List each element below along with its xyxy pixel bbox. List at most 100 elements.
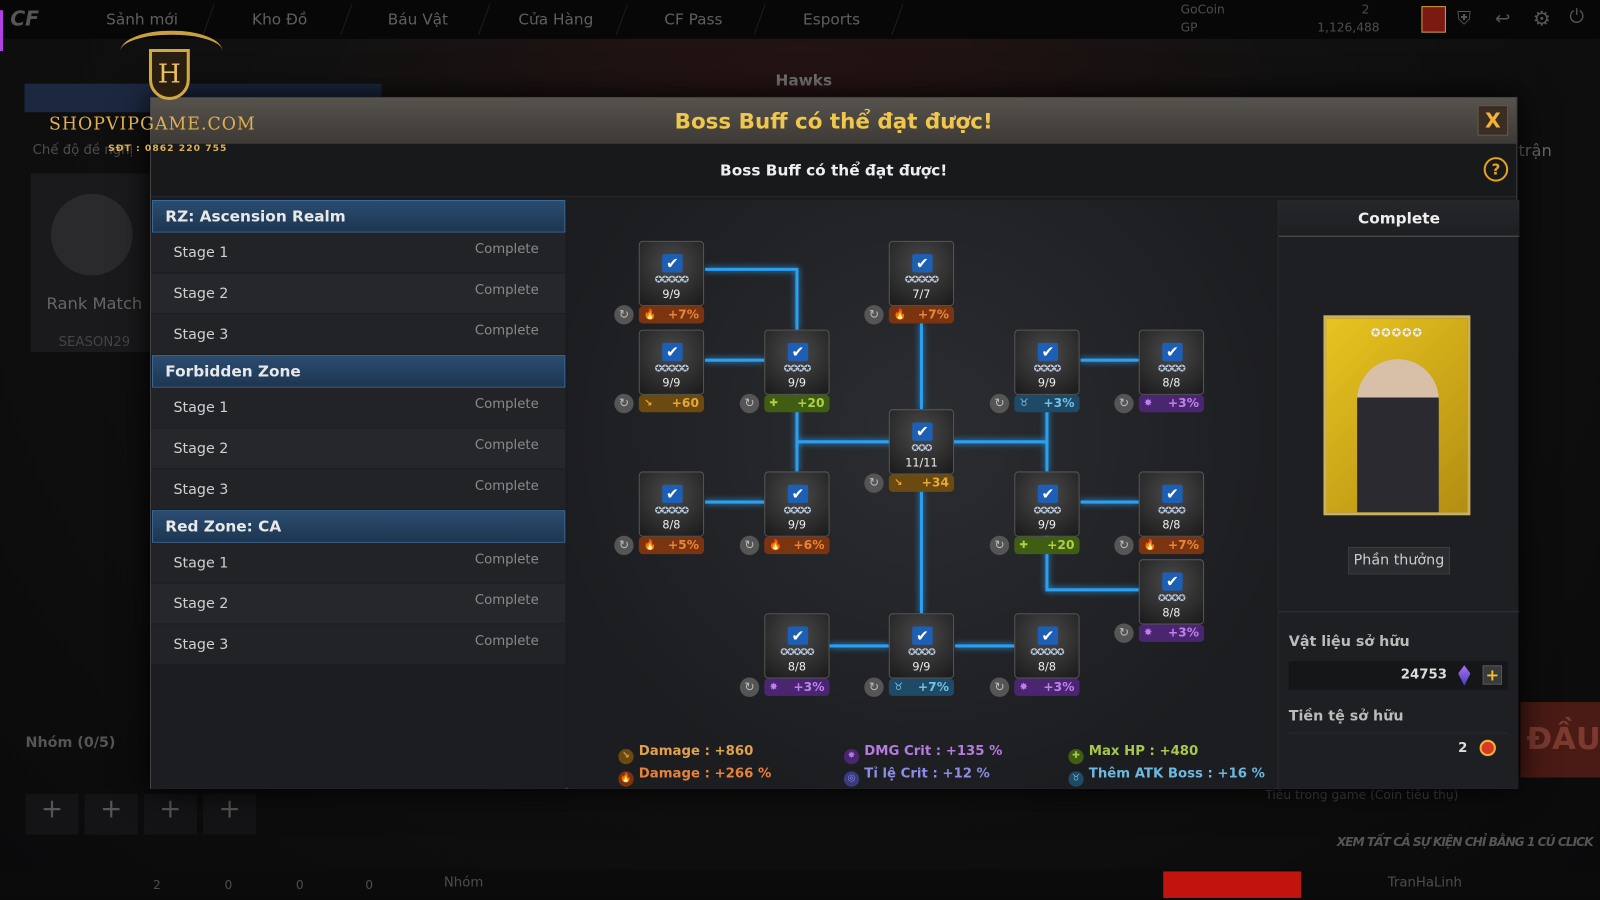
boss-node[interactable]: ✔✪✪✪✪9/9 xyxy=(764,329,830,395)
boss-node[interactable]: ✔✪✪✪✪9/9 xyxy=(764,471,830,537)
reset-icon[interactable]: ↻ xyxy=(614,393,634,414)
boss-node[interactable]: ✔✪✪✪✪✪8/8 xyxy=(638,471,705,537)
buff-badge: ✸+3% xyxy=(1138,394,1205,413)
reset-icon[interactable]: ↻ xyxy=(989,393,1010,414)
rank-card[interactable]: Rank Match SEASON29 xyxy=(30,173,159,353)
nav-tab[interactable]: Báu Vật xyxy=(346,4,491,35)
boss-node[interactable]: ✔✪✪✪11/11 xyxy=(888,409,955,475)
nav-tab[interactable]: CF Pass xyxy=(621,4,766,35)
buff-total-text: Thêm ATK Boss : +16 % xyxy=(1088,766,1265,782)
group-chat-tab[interactable]: Nhóm xyxy=(443,875,484,891)
zone-header[interactable]: RZ: Ascension Realm xyxy=(152,199,566,233)
boss-node[interactable]: ✔✪✪✪✪✪9/9 xyxy=(638,240,705,307)
boss-node[interactable]: ✔✪✪✪✪✪9/9 xyxy=(638,329,705,395)
gun-icon: ↘ xyxy=(643,397,653,410)
buff-total-text: Damage : +266 % xyxy=(638,766,772,782)
stage-label: Stage 3 xyxy=(173,326,229,343)
rank-emblem-icon xyxy=(51,193,133,276)
reset-icon[interactable]: ↻ xyxy=(739,393,760,414)
reset-icon[interactable]: ↻ xyxy=(1114,393,1134,414)
boss-icon: ♉ xyxy=(1068,771,1084,787)
reset-icon[interactable]: ↻ xyxy=(739,535,760,556)
clan-icon[interactable]: ⛨ xyxy=(1457,8,1471,30)
rank-emblem-icon[interactable] xyxy=(1421,6,1446,33)
gun-icon: ↘ xyxy=(618,748,634,765)
buff-badge: ✚+20 xyxy=(1014,536,1080,555)
events-link[interactable]: XEM TẤT CẢ SỰ KIỆN CHỈ BẰNG 1 CÚ CLICK xyxy=(1336,834,1594,849)
buff-total: 🔥Damage : +266 % xyxy=(618,766,772,787)
star-rating: ✪✪✪✪ xyxy=(1033,364,1062,375)
help-icon[interactable]: ? xyxy=(1483,157,1509,182)
zone-header[interactable]: Red Zone: CA xyxy=(152,510,566,543)
frame-accent xyxy=(0,10,4,52)
node-count: 7/7 xyxy=(912,287,931,302)
reset-icon[interactable]: ↻ xyxy=(1114,623,1134,643)
gun-icon: ↘ xyxy=(893,477,903,489)
check-icon: ✔ xyxy=(787,626,809,645)
card-stars: ✪✪✪✪✪ xyxy=(1370,326,1423,340)
star-rating: ✪✪✪✪✪ xyxy=(654,506,689,517)
add-member-button[interactable]: + xyxy=(84,793,138,835)
username[interactable]: TranHaLinh xyxy=(1387,875,1462,891)
boss-node[interactable]: ✔✪✪✪✪9/9 xyxy=(1014,471,1080,537)
start-button[interactable]: ĐẦU xyxy=(1520,702,1600,778)
reset-icon[interactable]: ↻ xyxy=(614,535,634,556)
power-icon[interactable]: ⏻ xyxy=(1569,6,1584,28)
boss-node[interactable]: ✔✪✪✪✪9/9 xyxy=(888,613,955,679)
boss-node[interactable]: ✔✪✪✪✪✪8/8 xyxy=(1014,613,1080,679)
check-icon: ✔ xyxy=(1037,626,1059,645)
reset-icon[interactable]: ↻ xyxy=(864,305,884,325)
add-member-button[interactable]: + xyxy=(203,793,257,835)
zone-header[interactable]: Forbidden Zone xyxy=(152,355,566,388)
reset-icon[interactable]: ↻ xyxy=(989,535,1010,556)
node-count: 9/9 xyxy=(662,287,681,302)
reward-character-card[interactable]: ✪✪✪✪✪ xyxy=(1323,315,1471,516)
buff-badge: ✚+20 xyxy=(764,394,830,413)
buff-total-text: Max HP : +480 xyxy=(1088,743,1199,760)
stage-label: Stage 2 xyxy=(173,595,229,612)
reset-icon[interactable]: ↻ xyxy=(864,473,884,493)
boss-node[interactable]: ✔✪✪✪✪✪8/8 xyxy=(764,613,830,679)
reset-icon[interactable]: ↻ xyxy=(614,305,634,325)
settings-gear-icon[interactable]: ⚙ xyxy=(1532,6,1551,31)
boss-node[interactable]: ✔✪✪✪✪8/8 xyxy=(1138,559,1205,625)
reset-icon[interactable]: ↻ xyxy=(989,677,1010,697)
character-portrait xyxy=(1357,359,1439,513)
boss-node[interactable]: ✔✪✪✪✪8/8 xyxy=(1138,329,1205,395)
stage-status: Complete xyxy=(474,437,539,454)
modal-title: Boss Buff có thể đạt được! xyxy=(151,97,1517,144)
reset-icon[interactable]: ↻ xyxy=(864,677,884,697)
exit-icon[interactable]: ↩ xyxy=(1494,8,1511,30)
add-materials-button[interactable]: + xyxy=(1482,665,1503,685)
node-count: 9/9 xyxy=(787,518,806,532)
stage-status: Complete xyxy=(474,633,539,649)
close-button[interactable]: X xyxy=(1477,105,1509,136)
nav-tab[interactable]: Cửa Hàng xyxy=(484,4,629,35)
boss-node[interactable]: ✔✪✪✪✪9/9 xyxy=(1014,329,1080,395)
reset-icon[interactable]: ↻ xyxy=(1114,535,1134,556)
boss-node[interactable]: ✔✪✪✪✪8/8 xyxy=(1138,471,1205,537)
reset-icon[interactable]: ↻ xyxy=(739,677,760,697)
cf-logo[interactable]: CF xyxy=(10,6,40,31)
buff-value: +3% xyxy=(1043,395,1075,411)
add-member-button[interactable]: + xyxy=(25,793,79,835)
buff-total: ◎Tỉ lệ Crit : +12 % xyxy=(843,766,990,787)
boss-node[interactable]: ✔✪✪✪✪✪7/7 xyxy=(888,240,955,307)
add-member-button[interactable]: + xyxy=(143,793,197,835)
buff-value: +3% xyxy=(1167,395,1199,411)
hp-icon: ✚ xyxy=(1019,539,1028,552)
check-icon: ✔ xyxy=(787,342,809,362)
nav-tab[interactable]: Esports xyxy=(759,4,904,35)
red-banner[interactable] xyxy=(1163,871,1302,898)
reward-button[interactable]: Phần thưởng xyxy=(1347,546,1450,575)
